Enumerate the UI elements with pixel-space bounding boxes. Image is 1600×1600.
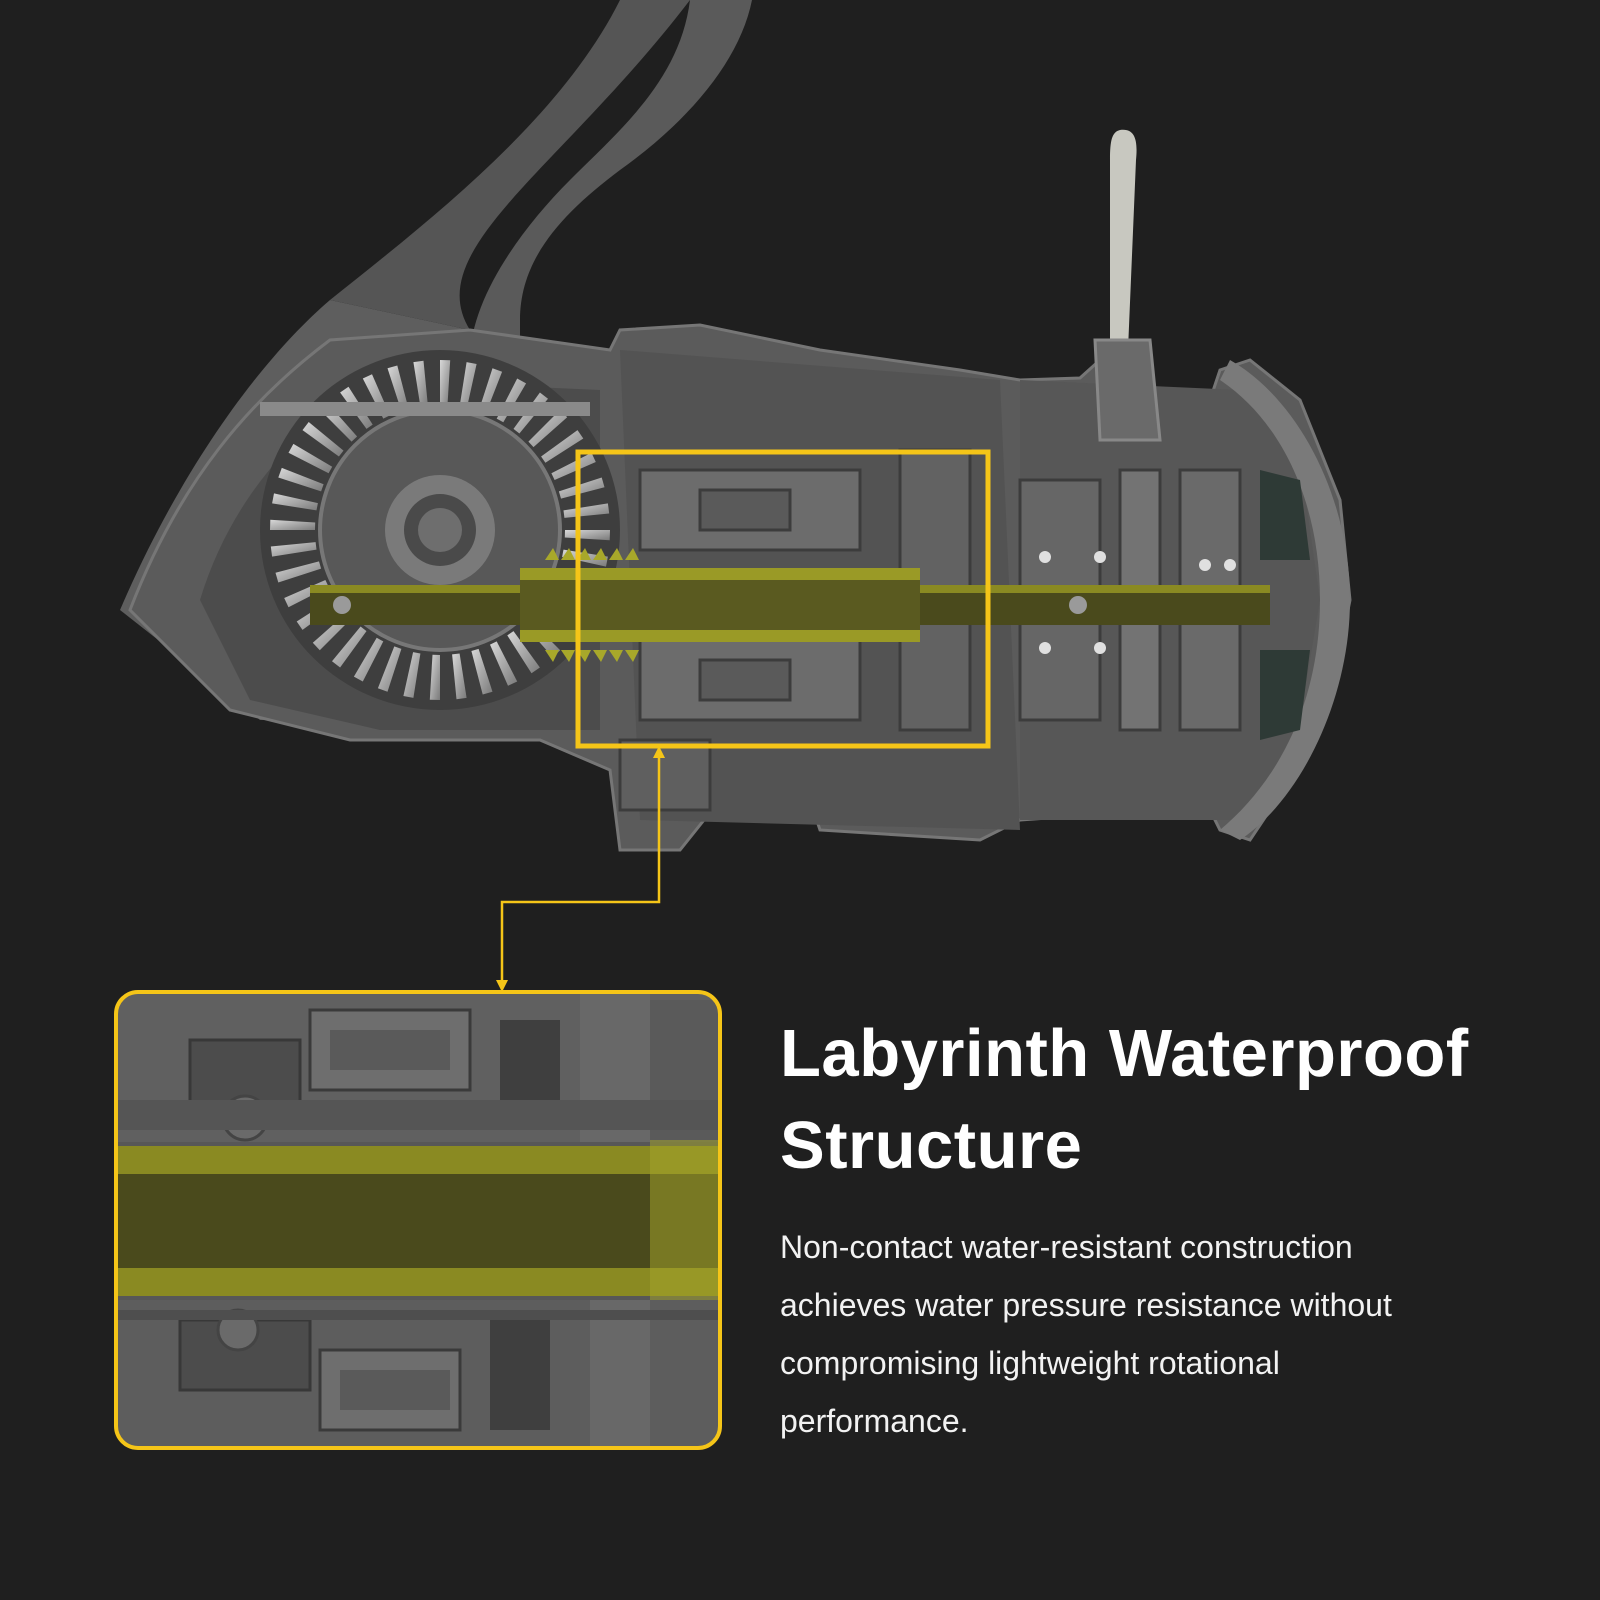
feature-description-line-4: performance. <box>780 1403 969 1439</box>
feature-title-line-2: Structure <box>780 1108 1083 1183</box>
gear-tooth <box>387 365 409 412</box>
bearing-dots <box>1039 551 1236 654</box>
gear-tooth <box>440 360 451 406</box>
feature-text-block: Labyrinth Waterproof Structure Non-conta… <box>780 1008 1540 1450</box>
worm-tooth <box>561 650 575 662</box>
gear-tooth <box>459 362 477 408</box>
gear-tooth <box>563 503 610 518</box>
gear-tooth <box>490 641 518 686</box>
gear-tooth <box>541 430 584 463</box>
gear-tooth <box>507 631 540 674</box>
gear-tooth <box>413 360 428 407</box>
worm-tooth <box>545 650 559 662</box>
gear-tooth <box>377 646 402 692</box>
bail-wire <box>1093 129 1162 442</box>
feature-title-line-1: Labyrinth Waterproof <box>780 1016 1469 1091</box>
gear-tooth <box>471 648 493 695</box>
feature-description-line-2: achieves water pressure resistance witho… <box>780 1287 1392 1323</box>
connector-arrow <box>500 752 661 986</box>
worm-tooth <box>593 650 607 662</box>
gear-tooth <box>302 422 344 457</box>
worm-tooth <box>609 650 623 662</box>
worm-tooth <box>625 548 639 560</box>
gear-tooth <box>270 542 317 557</box>
gear-tooth <box>452 653 467 700</box>
gear-tooth <box>332 626 367 668</box>
gear-tooth <box>353 637 384 682</box>
feature-title: Labyrinth Waterproof Structure <box>780 1008 1540 1192</box>
feature-description: Non-contact water-resistant construction… <box>780 1218 1540 1450</box>
worm-tooth <box>545 548 559 560</box>
highlight-box <box>575 449 991 749</box>
gear-tooth <box>528 409 568 448</box>
worm-tooth <box>593 548 607 560</box>
feature-description-line-1: Non-contact water-resistant construction <box>780 1229 1353 1265</box>
gear-tooth <box>272 493 318 511</box>
main-shaft <box>310 548 1270 662</box>
gear-tooth <box>403 652 421 698</box>
worm-tooth <box>561 548 575 560</box>
gear-tooth <box>551 452 596 480</box>
gear-tooth <box>278 467 324 492</box>
gear-tooth <box>275 561 322 583</box>
zoom-inset-detail <box>114 990 722 1450</box>
arrow-down-icon <box>496 980 508 992</box>
gear-tooth <box>429 654 440 700</box>
worm-tooth <box>609 548 623 560</box>
worm-tooth <box>625 650 639 662</box>
arrow-up-icon <box>653 746 665 758</box>
gear-tooth <box>288 443 333 474</box>
feature-description-line-3: compromising lightweight rotational <box>780 1345 1280 1381</box>
gear-tooth <box>270 519 316 530</box>
gear-tooth <box>558 477 605 499</box>
